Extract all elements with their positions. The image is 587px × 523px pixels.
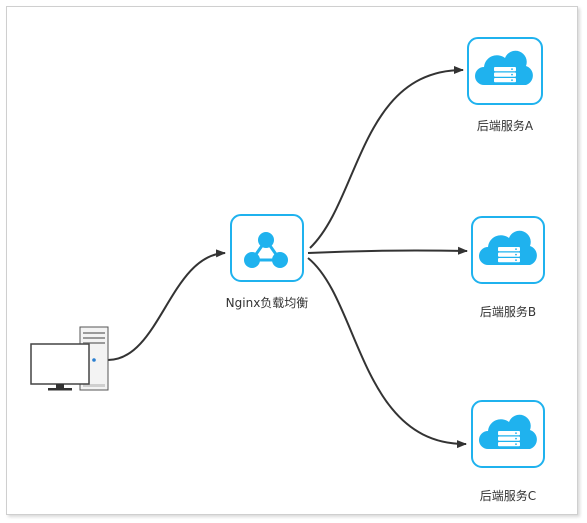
edge-client-to-nginx: [107, 249, 226, 361]
cloud-server-icon: [479, 414, 537, 449]
backend-b-node: 后端服务B: [471, 216, 545, 319]
backend-c-node: 后端服务C: [471, 400, 545, 503]
edge-nginx-to-backend-c: [307, 257, 467, 449]
cloud-server-icon: [475, 50, 533, 85]
backend-a-label: 后端服务A: [477, 118, 534, 133]
nginx-label: Nginx负载均衡: [226, 296, 309, 310]
network-hub-icon: [244, 232, 288, 268]
cloud-server-icon: [479, 230, 537, 265]
desktop-computer-icon: [30, 326, 109, 391]
edge-nginx-to-backend-b: [307, 246, 468, 255]
backend-a-node: 后端服务A: [467, 37, 543, 133]
backend-b-label: 后端服务B: [480, 304, 536, 319]
backend-c-label: 后端服务C: [480, 488, 536, 503]
edge-nginx-to-backend-a: [309, 66, 464, 249]
nginx-node: Nginx负载均衡: [226, 214, 309, 310]
